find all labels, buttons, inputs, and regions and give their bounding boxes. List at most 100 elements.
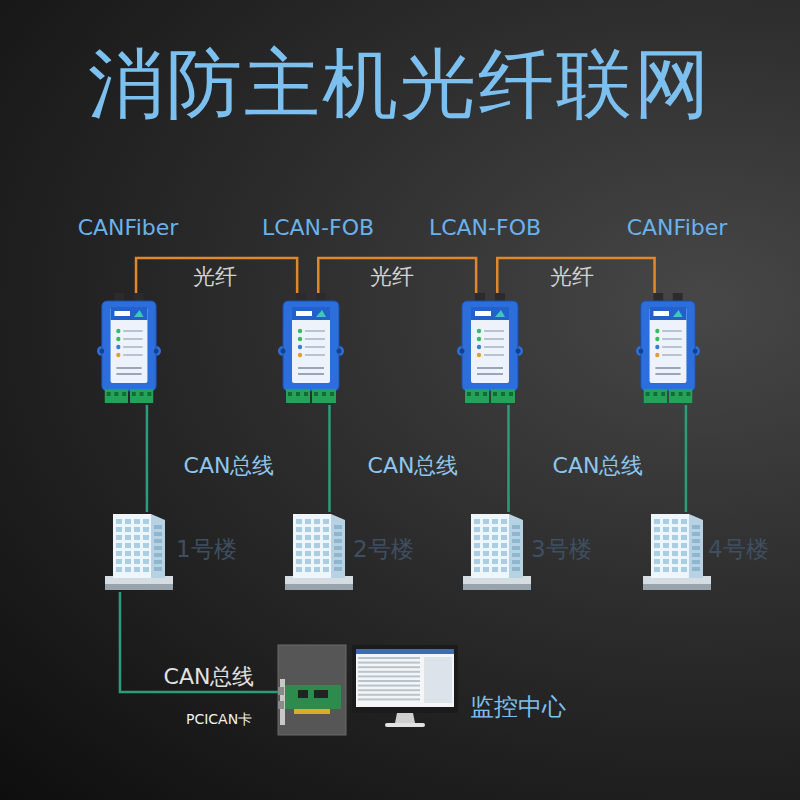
window — [483, 551, 489, 556]
window — [501, 527, 507, 532]
window — [314, 551, 320, 556]
terminal-screw — [296, 392, 300, 396]
window — [143, 567, 149, 572]
face-print — [662, 346, 681, 348]
canfiber-converter: CANFiber — [97, 293, 161, 405]
status-led — [655, 345, 659, 349]
window — [125, 543, 131, 548]
window — [116, 527, 122, 532]
brand-mark — [673, 310, 683, 317]
ear-hole — [460, 349, 465, 354]
device-face — [111, 307, 148, 383]
window — [116, 543, 122, 548]
window — [143, 543, 149, 548]
terminal-screw — [467, 392, 471, 396]
building: 3号楼 — [463, 512, 531, 592]
node-outline — [105, 512, 173, 592]
table-row — [358, 657, 420, 659]
face-print — [305, 338, 325, 340]
window — [323, 543, 329, 548]
terminal-screw — [114, 392, 118, 396]
terminal-screw — [330, 392, 334, 396]
terminal-screw — [322, 392, 326, 396]
window — [323, 519, 329, 524]
terminal-screw — [653, 392, 657, 396]
window — [692, 560, 700, 564]
link-label: CAN总线 — [159, 453, 299, 479]
window — [323, 527, 329, 532]
can-card-pcb — [285, 685, 341, 709]
pc-with-can-card: PCICAN卡 — [278, 645, 346, 735]
node-label: 2号楼 — [353, 536, 443, 564]
device-face — [471, 307, 509, 383]
window — [154, 546, 162, 550]
face-print — [655, 373, 680, 375]
window — [125, 519, 131, 524]
window — [143, 559, 149, 564]
window — [663, 551, 669, 556]
window — [474, 543, 480, 548]
face-print — [662, 354, 681, 356]
terminal-block — [491, 389, 515, 403]
window — [143, 527, 149, 532]
window — [654, 535, 660, 540]
device-body — [283, 301, 339, 391]
window — [681, 559, 687, 564]
ear-hole — [99, 349, 104, 354]
status-led — [298, 345, 302, 349]
canfiber-converter: CANFiber — [636, 293, 700, 405]
fiber-link — [318, 258, 476, 293]
window — [681, 519, 687, 524]
ear-hole — [337, 349, 342, 354]
node-label: CANFiber — [617, 215, 737, 241]
face-print — [123, 346, 142, 348]
status-led — [116, 345, 120, 349]
terminal-block — [669, 389, 692, 403]
terminal-screw — [314, 392, 318, 396]
window — [296, 551, 302, 556]
window — [314, 559, 320, 564]
face-print — [123, 354, 142, 356]
window — [143, 535, 149, 540]
window — [474, 559, 480, 564]
window — [654, 519, 660, 524]
window — [512, 525, 520, 529]
terminal-screw — [646, 392, 650, 396]
window — [125, 559, 131, 564]
face-print — [662, 338, 681, 340]
ear-hole — [154, 349, 159, 354]
window — [483, 567, 489, 572]
window — [512, 532, 520, 536]
window — [663, 527, 669, 532]
terminal-screw — [661, 392, 665, 396]
window — [314, 535, 320, 540]
terminal-block — [105, 389, 128, 403]
window — [692, 539, 700, 543]
brand-logo — [475, 311, 491, 316]
brand-mark — [134, 310, 144, 317]
table-row — [358, 662, 420, 664]
face-print — [484, 330, 504, 332]
node-outline — [643, 512, 711, 592]
window — [512, 560, 520, 564]
face-print — [298, 373, 324, 375]
window — [125, 551, 131, 556]
terminal-screw — [686, 392, 690, 396]
window — [334, 539, 342, 543]
can-port — [278, 687, 284, 695]
chip — [298, 690, 308, 698]
window — [663, 535, 669, 540]
window — [663, 559, 669, 564]
status-led — [477, 345, 481, 349]
device-header — [471, 307, 509, 320]
window — [305, 535, 311, 540]
building-side — [689, 514, 703, 578]
node-outline — [463, 512, 531, 592]
face-print — [655, 367, 680, 369]
face-print — [116, 373, 141, 375]
status-led — [477, 353, 481, 357]
terminal-block — [465, 389, 489, 403]
window — [154, 525, 162, 529]
node-label: LCAN-FOB — [425, 215, 545, 241]
window — [296, 527, 302, 532]
